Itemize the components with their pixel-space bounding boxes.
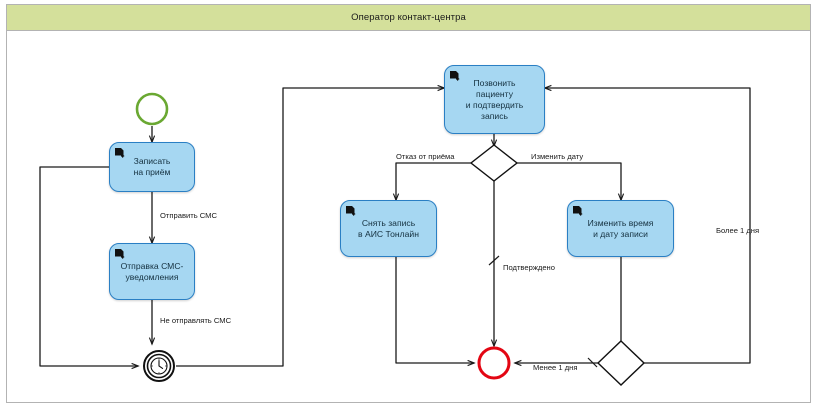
user-task-icon <box>346 206 356 216</box>
pool-header: Оператор контакт-центра <box>7 5 810 31</box>
task-label: Снять запись в АИС Тонлайн <box>358 217 419 239</box>
flow-label-confirmed: Подтверждено <box>503 263 555 272</box>
task-snyat-zapis[interactable]: Снять запись в АИС Тонлайн <box>340 200 437 257</box>
task-label: Записать на приём <box>133 156 171 177</box>
flow-label-no-sms: Не отправлять СМС <box>160 316 232 325</box>
task-otpravka-sms[interactable]: Отправка СМС- уведомления <box>109 243 195 300</box>
flow-label-change-date: Изменить дату <box>531 152 584 161</box>
task-zapisat-na-priem[interactable]: Записать на приём <box>109 142 195 192</box>
task-pozvonit-pacientu[interactable]: Позвонить пациенту и подтвердить запись <box>444 65 545 134</box>
flow-label-less-than-day: Менее 1 дня <box>533 363 578 372</box>
task-label: Отправка СМС- уведомления <box>120 260 184 282</box>
user-task-icon <box>115 249 125 259</box>
user-task-icon <box>115 148 125 158</box>
user-task-icon <box>573 206 583 216</box>
flow-label-send-sms: Отправить СМС <box>160 211 217 220</box>
task-label: Изменить время и дату записи <box>587 217 654 239</box>
user-task-icon <box>450 71 460 81</box>
pool-title: Оператор контакт-центра <box>351 12 466 23</box>
task-izmenit-vremya[interactable]: Изменить время и дату записи <box>567 200 674 257</box>
task-label: Позвонить пациенту и подтвердить запись <box>465 77 524 121</box>
flow-label-more-than-day: Более 1 дня <box>716 226 760 235</box>
flow-label-refusal: Отказ от приёма <box>396 152 455 161</box>
